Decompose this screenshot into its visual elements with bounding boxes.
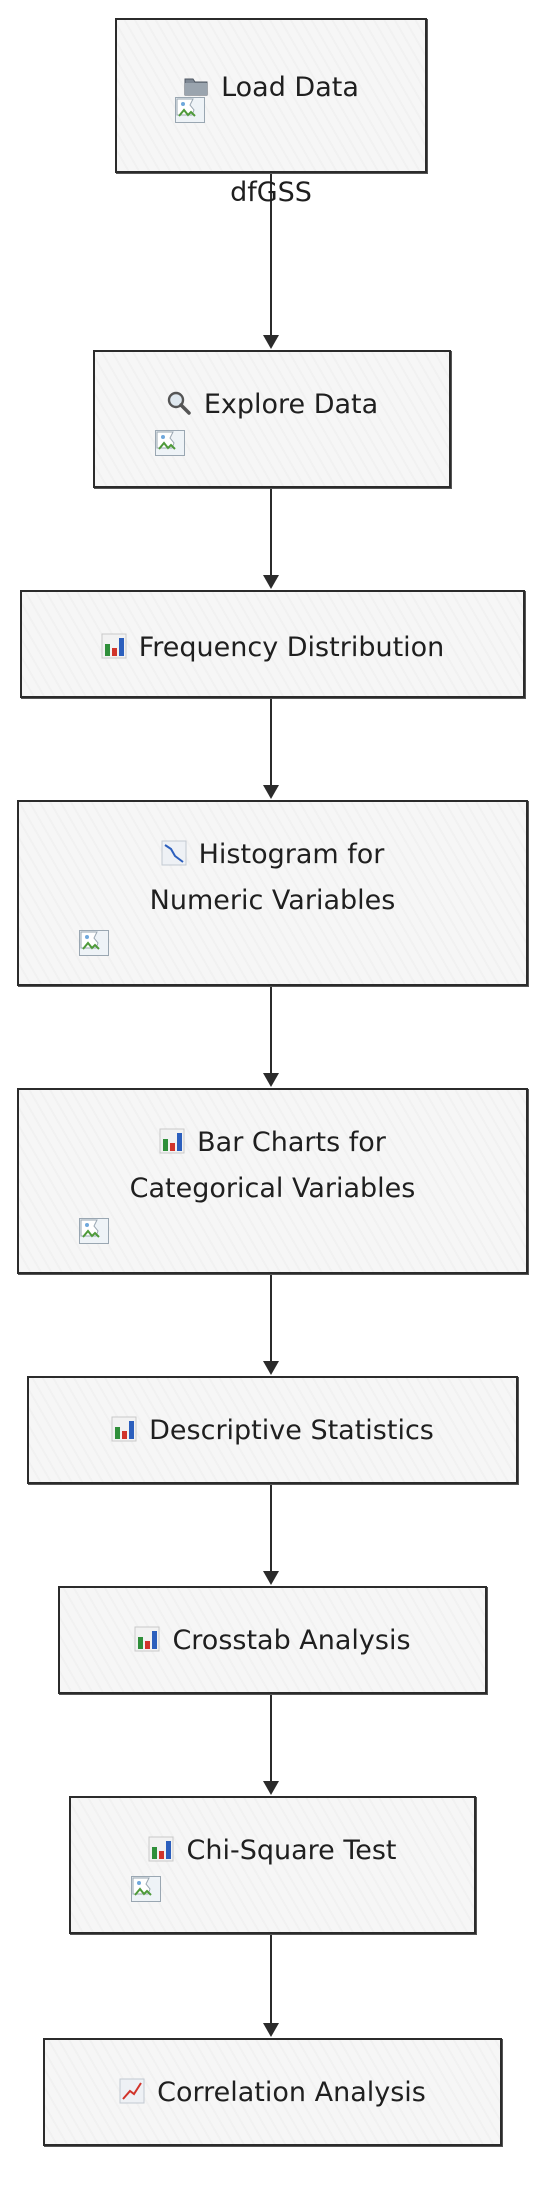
node-label-line: Explore Data	[95, 389, 449, 420]
node-freq: Frequency Distribution	[20, 590, 525, 698]
node-label-line: Descriptive Statistics	[29, 1415, 516, 1446]
edge-arrowhead	[263, 335, 279, 349]
bar-chart-icon	[134, 1626, 160, 1652]
node-load: Load Data dfGSS	[115, 18, 427, 208]
node-corr: Correlation Analysis	[43, 2038, 502, 2146]
node-chi: Chi-Square Test	[69, 1796, 476, 1934]
node-label-line: Bar Charts for	[19, 1127, 526, 1158]
node-label: Categorical Variables	[129, 1173, 416, 1204]
node-explore: Explore Data	[93, 350, 451, 488]
node-label: Chi-Square Test	[186, 1835, 397, 1866]
node-label: Frequency Distribution	[138, 632, 445, 663]
edge-arrowhead	[263, 575, 279, 589]
edge-arrowhead	[263, 1361, 279, 1375]
broken-image-icon	[79, 1218, 109, 1244]
node-label-line: Numeric Variables	[19, 885, 526, 916]
bar-chart-icon	[111, 1416, 137, 1442]
edge-arrowhead	[263, 1781, 279, 1795]
broken-image-icon	[131, 1876, 161, 1902]
edge-arrowhead	[263, 1073, 279, 1087]
node-label-line: Frequency Distribution	[22, 632, 523, 663]
line-chart-up-icon	[119, 2078, 145, 2104]
bar-chart-icon	[148, 1836, 174, 1862]
node-label: Bar Charts for	[197, 1127, 386, 1158]
broken-image-icon	[175, 97, 205, 123]
node-label: Crosstab Analysis	[172, 1625, 411, 1656]
node-label-line: Crosstab Analysis	[60, 1625, 485, 1656]
edge-arrowhead	[263, 1571, 279, 1585]
node-label: Numeric Variables	[149, 885, 396, 916]
node-label-line: Load Data	[117, 72, 425, 103]
node-desc: Descriptive Statistics	[27, 1376, 518, 1484]
node-label: Load Data	[221, 72, 359, 103]
line-chart-down-icon	[161, 840, 187, 866]
node-label: Explore Data	[203, 389, 379, 420]
node-label-line: Chi-Square Test	[71, 1835, 474, 1866]
broken-image-icon	[155, 430, 185, 456]
node-cross: Crosstab Analysis	[58, 1586, 487, 1694]
edge-arrowhead	[263, 2023, 279, 2037]
broken-image-icon	[79, 930, 109, 956]
node-label-line: Correlation Analysis	[45, 2077, 500, 2108]
node-subtext: dfGSS	[230, 177, 312, 208]
node-label-line: Categorical Variables	[19, 1173, 526, 1204]
bar-chart-icon	[159, 1128, 185, 1154]
node-label-line: Histogram for	[19, 839, 526, 870]
node-label: Correlation Analysis	[157, 2077, 426, 2108]
edge-arrowhead	[263, 785, 279, 799]
node-label: Descriptive Statistics	[149, 1415, 434, 1446]
magnifier-icon	[166, 390, 192, 416]
folder-icon	[183, 73, 209, 99]
node-label: Histogram for	[198, 839, 385, 870]
bar-chart-icon	[101, 633, 127, 659]
